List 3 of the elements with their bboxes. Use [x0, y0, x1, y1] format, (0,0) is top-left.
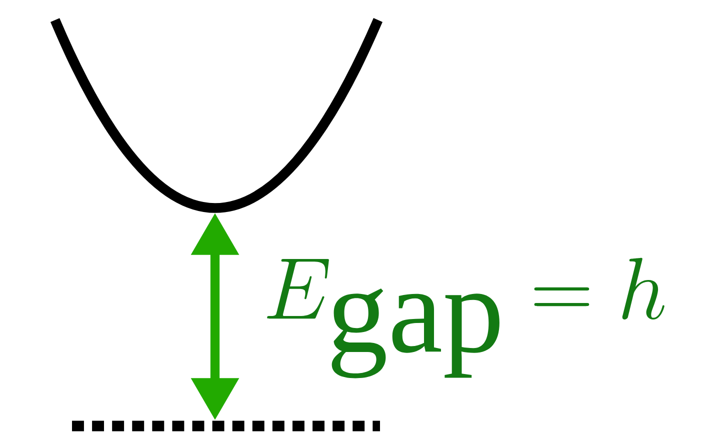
dotted-line: [72, 420, 380, 432]
parabola-curve: [50, 18, 383, 213]
edge-label: $E_{\mathrm{gap}} = h$: [267, 258, 664, 378]
